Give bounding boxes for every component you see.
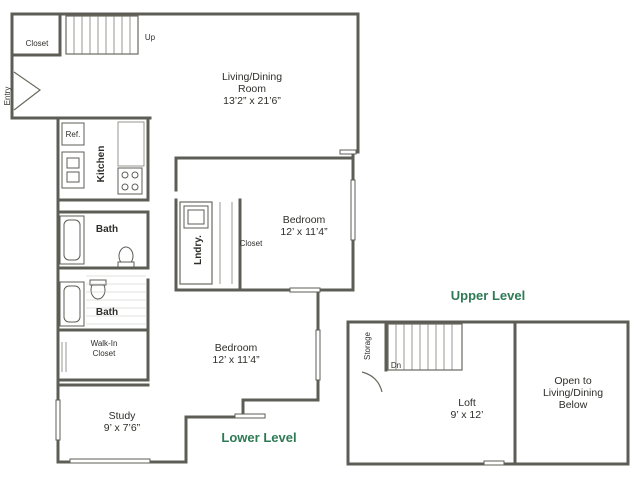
label-study-name: Study (109, 410, 137, 422)
windows (55, 149, 357, 464)
entry-door (13, 71, 42, 111)
label-dn: Dn (391, 361, 401, 370)
label-living-name-2: Room (238, 83, 266, 95)
label-laundry: Lndry. (193, 235, 204, 265)
label-bath-2: Bath (96, 307, 118, 318)
label-bedroom2-name: Bedroom (215, 342, 258, 354)
label-bedroom1-dims: 12’ x 11’4” (280, 226, 328, 238)
label-loft-name: Loft (458, 397, 476, 409)
label-entry: Entry (3, 87, 12, 106)
upper-stairs (395, 324, 453, 370)
label-closet-entry: Closet (26, 39, 49, 48)
bath-fixtures (59, 215, 146, 327)
label-lower-level: Lower Level (221, 430, 296, 445)
label-bedroom1-name: Bedroom (283, 214, 326, 226)
walkin-shelf (61, 342, 67, 372)
label-open-1: Open to (554, 375, 592, 387)
label-walkin-2: Closet (93, 349, 116, 358)
label-living-dims: 13’2” x 21’6” (223, 95, 281, 107)
upper-window (483, 460, 505, 466)
label-ref: Ref. (66, 130, 81, 139)
label-closet-bedroom: Closet (240, 239, 263, 248)
label-loft-dims: 9’ x 12’ (451, 409, 484, 421)
label-study-dims: 9’ x 7’6” (104, 422, 141, 434)
label-kitchen: Kitchen (96, 146, 107, 183)
laundry-fixtures (183, 202, 233, 284)
kitchen-fixtures (61, 121, 145, 195)
label-bath-1: Bath (96, 224, 118, 235)
lower-stairs (73, 16, 131, 54)
label-bedroom2-dims: 12’ x 11’4” (212, 354, 260, 366)
label-walkin-1: Walk-In (91, 339, 118, 348)
label-living-name-1: Living/Dining (222, 71, 282, 83)
label-open-2: Living/Dining (543, 387, 603, 399)
label-storage: Storage (363, 331, 372, 360)
label-open-3: Below (559, 399, 588, 411)
label-up: Up (145, 33, 156, 42)
label-upper-level: Upper Level (451, 288, 525, 303)
